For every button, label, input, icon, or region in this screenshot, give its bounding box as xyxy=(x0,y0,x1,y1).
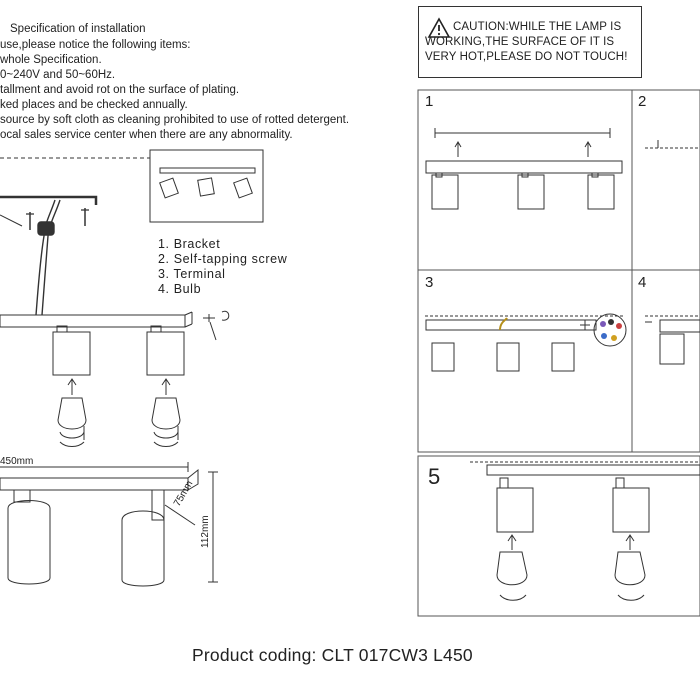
spec-line-5: ked places and be checked annually. xyxy=(0,99,188,111)
dimension-length: 450mm xyxy=(0,456,34,467)
spec-line-1: use,please notice the following items: xyxy=(0,39,191,51)
caution-line-1: CAUTION:WHILE THE LAMP IS xyxy=(453,21,622,33)
dimension-drawing xyxy=(0,462,218,587)
panel-grid xyxy=(417,89,700,617)
caution-line-2: WORKING,THE SURFACE OF IT IS xyxy=(425,36,615,48)
panel-4-drawing xyxy=(645,315,700,365)
spec-line-7: ocal sales service center when there are… xyxy=(0,129,293,141)
panel-3-drawing xyxy=(425,313,627,372)
spec-line-2: whole Specification. xyxy=(0,54,102,66)
spec-line-4: tallment and avoid rot on the surface of… xyxy=(0,84,240,96)
panel-1-drawing xyxy=(425,128,623,210)
panel-5-drawing xyxy=(470,461,700,601)
panel-number-1: 1 xyxy=(425,93,434,110)
bracket-drawing xyxy=(0,195,98,230)
spec-line-6: source by soft cloth as cleaning prohibi… xyxy=(0,114,350,126)
parts-item-screw: 2. Self-tapping screw xyxy=(158,252,288,266)
warning-triangle-icon xyxy=(427,17,451,38)
product-thumbnail xyxy=(149,149,264,223)
panel-number-2: 2 xyxy=(638,93,647,110)
dimension-height: 112mm xyxy=(200,515,211,548)
caution-line-3: VERY HOT,PLEASE DO NOT TOUCH! xyxy=(425,51,628,63)
parts-item-bracket: 1. Bracket xyxy=(158,237,221,251)
parts-item-terminal: 3. Terminal xyxy=(158,267,226,281)
parts-item-bulb: 4. Bulb xyxy=(158,282,202,296)
panel-number-5: 5 xyxy=(428,464,441,489)
spec-line-3: 0~240V and 50~60Hz. xyxy=(0,69,116,81)
caution-box: CAUTION:WHILE THE LAMP IS WORKING,THE SU… xyxy=(418,6,642,78)
parts-list: 1. Bracket 2. Self-tapping screw 3. Term… xyxy=(158,237,287,297)
panel-number-4: 4 xyxy=(638,274,647,291)
panel-2-drawing xyxy=(645,140,700,149)
panel-number-3: 3 xyxy=(425,274,434,291)
wire-drawing xyxy=(35,199,61,316)
spec-title: Specification of installation xyxy=(10,23,146,35)
product-code: Product coding: CLT 017CW3 L450 xyxy=(192,645,473,665)
fixture-left xyxy=(0,310,230,447)
